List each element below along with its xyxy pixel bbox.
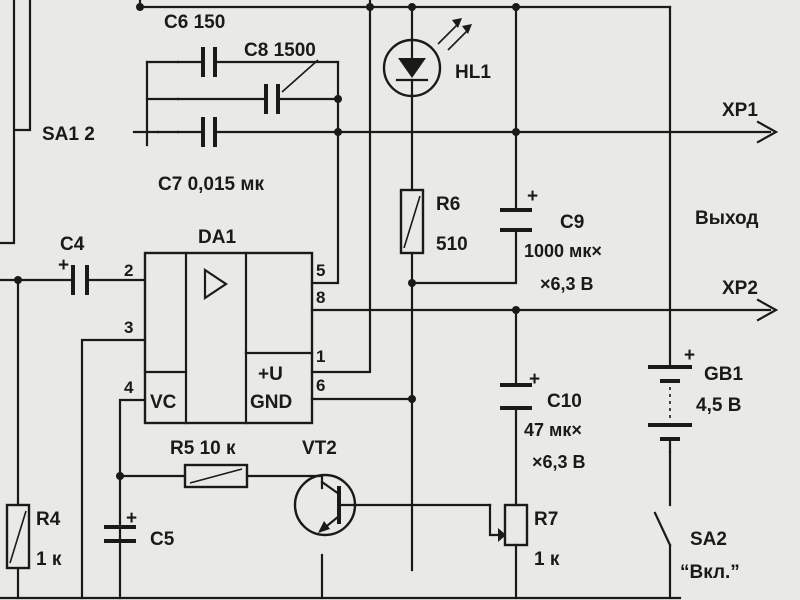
label-da1: DA1 xyxy=(198,227,236,248)
plus-c4: + xyxy=(58,255,69,276)
switch-sa2 xyxy=(653,511,672,547)
chip-da1 xyxy=(143,251,314,425)
plus-gb1: + xyxy=(684,345,695,366)
label-r7: R7 xyxy=(534,509,558,530)
label-c10: C10 xyxy=(547,391,582,412)
label-r6-value: 510 xyxy=(436,234,468,255)
label-c6: C6 150 xyxy=(164,12,225,33)
plus-c10: + xyxy=(529,369,540,390)
label-c5: C5 xyxy=(150,529,175,550)
resistor-r4 xyxy=(5,503,31,570)
transistor-vt2 xyxy=(293,473,357,537)
capacitor-c10 xyxy=(500,383,532,410)
label-sa2: SA2 xyxy=(690,529,727,550)
label-c9-value-1: 1000 мк× xyxy=(524,241,602,261)
label-gnd: GND xyxy=(250,392,292,413)
output-arrow-xp2 xyxy=(756,298,779,322)
label-c9-value-2: ×6,3 В xyxy=(540,274,594,294)
battery-gb1 xyxy=(648,365,692,454)
label-gb1: GB1 xyxy=(704,364,744,385)
capacitor-c9 xyxy=(500,208,532,232)
plus-c5: + xyxy=(126,508,137,529)
capacitor-c4 xyxy=(71,265,89,295)
label-xp1: XP1 xyxy=(722,100,758,121)
label-c4: C4 xyxy=(60,234,85,255)
capacitor-c6 xyxy=(201,47,217,77)
resistor-r6 xyxy=(399,188,425,255)
label-gb1-value: 4,5 В xyxy=(696,395,741,416)
pin-4: 4 xyxy=(124,378,134,397)
label-c9: C9 xyxy=(560,212,584,233)
pin-1: 1 xyxy=(316,347,325,366)
label-r7-value: 1 к xyxy=(534,549,560,570)
switch-sa1 xyxy=(145,60,180,134)
label-hl1: HL1 xyxy=(455,62,491,83)
resistor-r5 xyxy=(183,463,249,489)
label-vc: VC xyxy=(150,392,177,413)
junction-dots xyxy=(14,3,520,480)
label-r4-value: 1 к xyxy=(36,549,62,570)
label-plus-u: +U xyxy=(258,364,283,385)
label-vt2: VT2 xyxy=(302,438,337,459)
pin-3: 3 xyxy=(124,318,133,337)
wires xyxy=(0,0,772,600)
pin-2: 2 xyxy=(124,261,133,280)
pin-5: 5 xyxy=(316,261,325,280)
label-xp2: XP2 xyxy=(722,278,758,299)
capacitor-c5 xyxy=(104,525,136,543)
pin-6: 6 xyxy=(316,376,325,395)
light-rays-icon xyxy=(437,18,472,51)
label-r4: R4 xyxy=(36,509,61,530)
label-r5: R5 10 к xyxy=(170,438,236,459)
label-c8: C8 1500 xyxy=(244,40,316,61)
label-r6: R6 xyxy=(436,194,460,215)
label-sa2-value: “Вкл.” xyxy=(680,562,740,583)
plus-c9: + xyxy=(527,186,538,207)
output-arrow-xp1 xyxy=(756,120,779,144)
label-c7: C7 0,015 мк xyxy=(158,174,264,195)
label-output: Выход xyxy=(695,208,758,229)
led-hl1 xyxy=(382,18,472,98)
label-c10-value-1: 47 мк× xyxy=(524,420,582,440)
amplifier-triangle-icon xyxy=(203,267,228,301)
capacitor-c8 xyxy=(264,59,319,114)
capacitor-c7 xyxy=(201,117,217,147)
potentiometer-r7 xyxy=(498,503,529,547)
pin-8: 8 xyxy=(316,288,325,307)
label-sa1: SA1 2 xyxy=(42,124,95,145)
label-c10-value-2: ×6,3 В xyxy=(532,452,586,472)
